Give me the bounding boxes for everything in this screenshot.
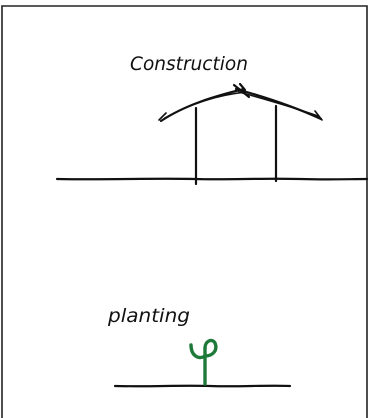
- planting-label: planting: [107, 305, 190, 327]
- sprout-icon: [191, 341, 216, 384]
- planting-ground-line: [115, 386, 290, 387]
- construction-ground-line: [57, 179, 367, 180]
- roof-right-slope-overstroke: [239, 92, 318, 116]
- construction-label: Construction: [130, 53, 248, 75]
- construction-sketch: [57, 84, 367, 184]
- roof-left-slope-overstroke: [165, 92, 246, 118]
- planting-sketch: [115, 341, 290, 387]
- sprout-left-leaf: [191, 345, 205, 358]
